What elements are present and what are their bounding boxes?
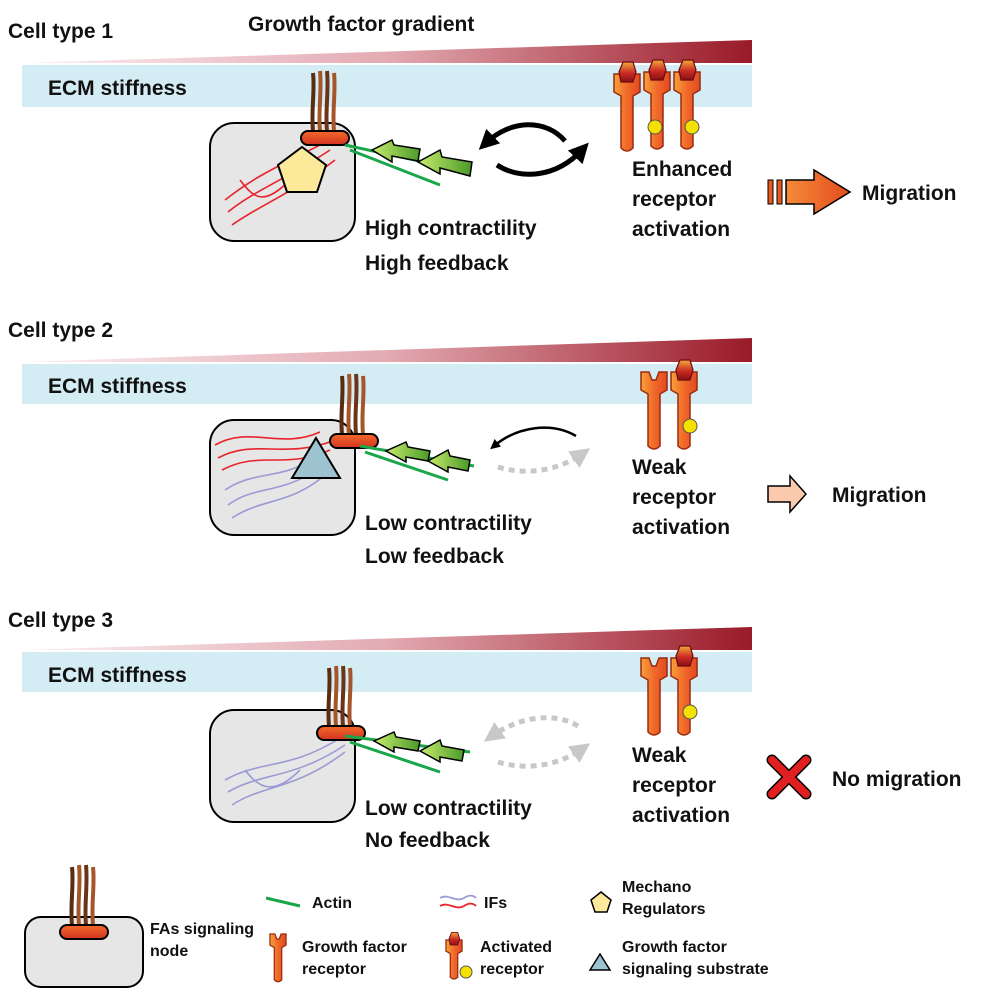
receptor-text-3: activation [632,218,730,241]
outcome-label: Migration [832,484,927,507]
cell-type-label: Cell type 2 [8,319,113,342]
legend-activated-label-2: receptor [480,961,544,978]
outcome-label: No migration [832,768,962,791]
gradient-label: Growth factor gradient [248,13,474,36]
receptor-text-3: activation [632,516,730,539]
legend-ifs-icon [439,894,477,909]
growth-factor-receptors [613,59,701,152]
legend-actin-icon [265,896,301,908]
actin-arrows [344,138,473,187]
receptor-text-2: receptor [632,774,716,797]
no-migration-cross-icon [766,754,812,800]
panel-cell-type-3: Cell type 3 ECM stiffness Weak recep [8,609,962,852]
feedback-arrows [490,426,591,474]
legend-fa-label-2: node [150,943,188,960]
cell [209,122,356,242]
actin-arrows [344,730,471,774]
contractility-label: Low contractility [365,512,532,535]
legend-fa-icon [58,863,110,941]
legend-substrate-icon [588,952,612,971]
feedback-label: No feedback [365,829,490,852]
actin-arrows [359,440,475,482]
growth-factor-gradient [22,338,752,362]
legend-receptor-label-1: Growth factor [302,939,407,956]
cell-type-label: Cell type 3 [8,609,113,632]
ecm-label: ECM stiffness [48,664,187,687]
receptor-text-3: activation [632,804,730,827]
legend-receptor-label-2: receptor [302,961,366,978]
intermediate-filaments [224,737,346,806]
legend-substrate-label-1: Growth factor [622,939,727,956]
growth-factor-receptors [640,359,698,450]
ecm-label: ECM stiffness [48,77,187,100]
receptor-text-2: receptor [632,486,716,509]
legend-activated-receptor-icon [445,932,463,980]
mechano-regulator-icon [276,145,328,193]
feedback-label: High feedback [365,252,509,275]
receptor-text-1: Weak [632,456,687,479]
panel-cell-type-2: Cell type 2 ECM stiffness [8,319,927,568]
receptor-text-1: Enhanced [632,158,732,181]
feedback-arrows [478,122,589,177]
receptor-text-2: receptor [632,188,716,211]
receptor-text-1: Weak [632,744,687,767]
legend-actin-label: Actin [312,895,352,912]
growth-factor-gradient [22,627,752,650]
outcome-label: Migration [862,182,957,205]
growth-factor-substrate-icon [290,436,342,479]
legend-mechano-label-1: Mechano [622,879,692,896]
ecm-label: ECM stiffness [48,375,187,398]
growth-factor-receptors [640,645,698,736]
feedback-arrows [483,715,591,769]
migration-arrow [767,474,808,514]
legend-fa-label-1: FAs signaling [150,921,254,938]
feedback-label: Low feedback [365,545,504,568]
contractility-label: High contractility [365,217,537,240]
cell-type-label: Cell type 1 [8,20,113,43]
ecm-band [22,364,752,404]
growth-factor-gradient [22,40,752,63]
legend-mechano-icon [590,891,612,913]
legend-mechano-label-2: Regulators [622,901,706,918]
legend-phospho-dot [459,965,473,979]
legend-activated-label-1: Activated [480,939,552,956]
legend-ifs-label: IFs [484,895,507,912]
migration-arrow [767,168,852,216]
legend: FAs signaling node Actin IFs Mechano Reg… [24,863,769,988]
legend-substrate-label-2: signaling substrate [622,961,769,978]
legend-receptor-icon [269,933,287,983]
panel-cell-type-1: Cell type 1 Growth factor gradient ECM s… [8,13,957,275]
ecm-band [22,652,752,692]
contractility-label: Low contractility [365,797,532,820]
